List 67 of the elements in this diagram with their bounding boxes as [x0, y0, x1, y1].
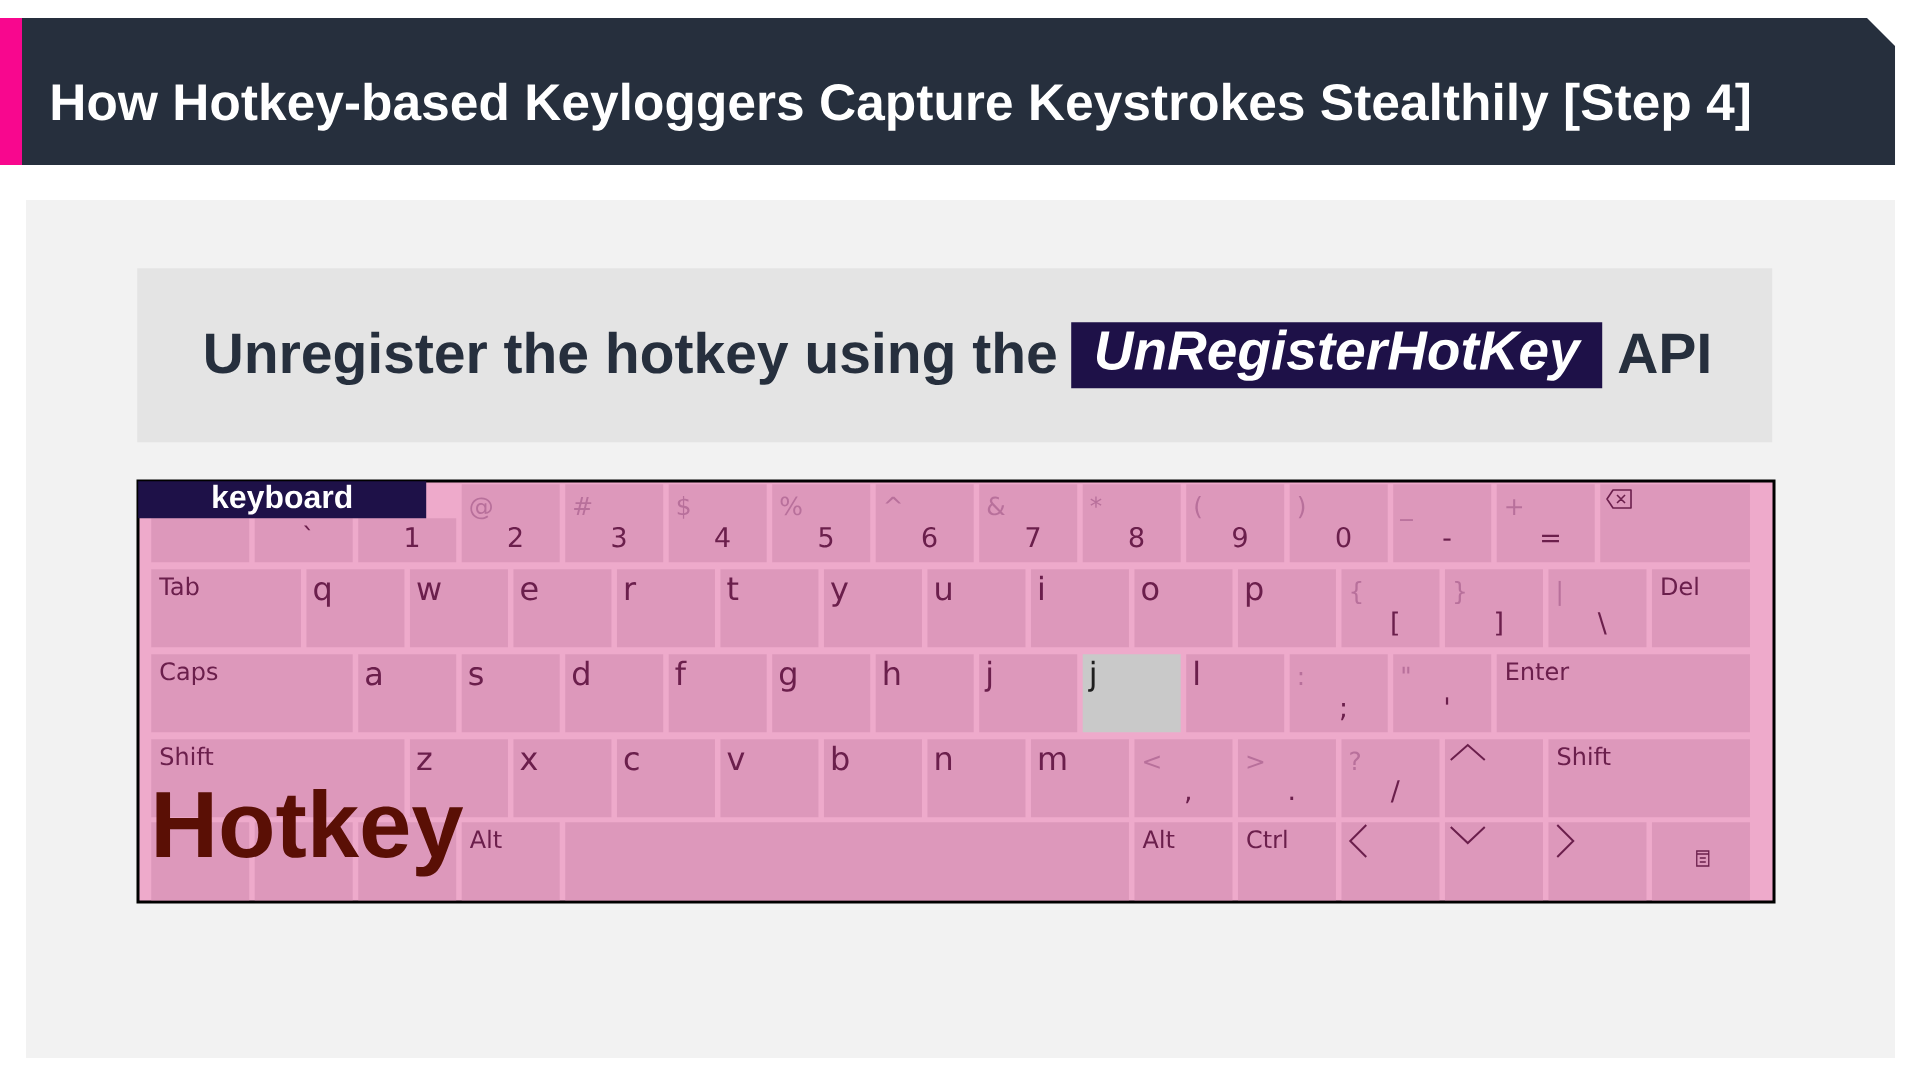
keyboard-key: Enter [1496, 654, 1750, 733]
keyboard-key [151, 518, 250, 563]
keyboard-key: } ] [1444, 569, 1543, 648]
keyboard-key: c [616, 739, 715, 818]
keyboard-key: f [668, 654, 767, 733]
keyboard-key [1341, 822, 1440, 901]
keyboard-key: ? / [1341, 739, 1440, 818]
keyboard-key: v [720, 739, 819, 818]
keyboard-key: 1 [358, 518, 457, 563]
keyboard-key: $ 4 [668, 484, 767, 563]
heading-box: Unregister the hotkey using the UnRegisterHotKey API [137, 268, 1773, 443]
keyboard-key [1444, 822, 1543, 901]
keyboard-key: Shift [1548, 739, 1750, 818]
keyboard-key: ` [254, 518, 353, 563]
keyboard-key [1444, 739, 1543, 818]
keyboard-key: j [979, 654, 1078, 733]
keyboard-key: l [1186, 654, 1285, 733]
keyboard-key: * 8 [1082, 484, 1181, 563]
keyboard-key: h [875, 654, 974, 733]
keyboard-key: Ctrl [1237, 822, 1336, 901]
keyboard-key [1651, 822, 1750, 901]
keyboard-key: b [823, 739, 922, 818]
keyboard-key: Alt [461, 822, 560, 901]
keyboard-key: # 3 [565, 484, 664, 563]
keyboard-key: < , [1134, 739, 1233, 818]
keyboard-key: e [513, 569, 612, 648]
keyboard-key: & 7 [979, 484, 1078, 563]
keyboard-key: > . [1237, 739, 1336, 818]
space-bar [565, 822, 1129, 901]
keyboard-key: Del [1651, 569, 1750, 648]
highlight-box: UnRegisterHotKey [1071, 322, 1603, 389]
keyboard [136, 479, 1776, 904]
keyboard-key [1548, 822, 1647, 901]
keyboard-key: q [306, 569, 405, 648]
keyboard-key: : ; [1289, 654, 1388, 733]
keyboard-key: Caps [151, 654, 353, 733]
keyboard-key: ^ 6 [875, 484, 974, 563]
keyboard-tab: keyboard [138, 481, 427, 519]
keyboard-key: x [513, 739, 612, 818]
keyboard-key: r [616, 569, 715, 648]
keyboard-key: " ' [1393, 654, 1492, 733]
keyboard-key: t [720, 569, 819, 648]
keyboard-key: + = [1496, 484, 1595, 563]
keyboard-key: ( 9 [1186, 484, 1285, 563]
keyboard-key: a [358, 654, 457, 733]
keyboard-key: i [1030, 569, 1129, 648]
keyboard-key: p [1237, 569, 1336, 648]
keyboard-key [1600, 484, 1750, 563]
highlighted-key: j [1082, 654, 1181, 733]
title-bar: How Hotkey-based Keyloggers Capture Keystrokes Stealthily [Step 4] [0, 18, 1895, 165]
keyboard-key: | \ [1548, 569, 1647, 648]
keyboard-key: u [927, 569, 1026, 648]
keyboard-key: @ 2 [461, 484, 560, 563]
keyboard-key: w [409, 569, 508, 648]
keyboard-key: _ - [1393, 484, 1492, 563]
keyboard-key: % 5 [772, 484, 871, 563]
keyboard-key: Alt [1134, 822, 1233, 901]
keyboard-key: { [ [1341, 569, 1440, 648]
keyboard-key: m [1030, 739, 1129, 818]
keyboard-key: g [772, 654, 871, 733]
keyboard-key: n [927, 739, 1026, 818]
keyboard-key: s [461, 654, 560, 733]
keyboard-key: y [823, 569, 922, 648]
keyboard-key: d [565, 654, 664, 733]
keyboard-key: ) 0 [1289, 484, 1388, 563]
keyboard-key: Tab [151, 569, 301, 648]
keyboard-key: o [1134, 569, 1233, 648]
